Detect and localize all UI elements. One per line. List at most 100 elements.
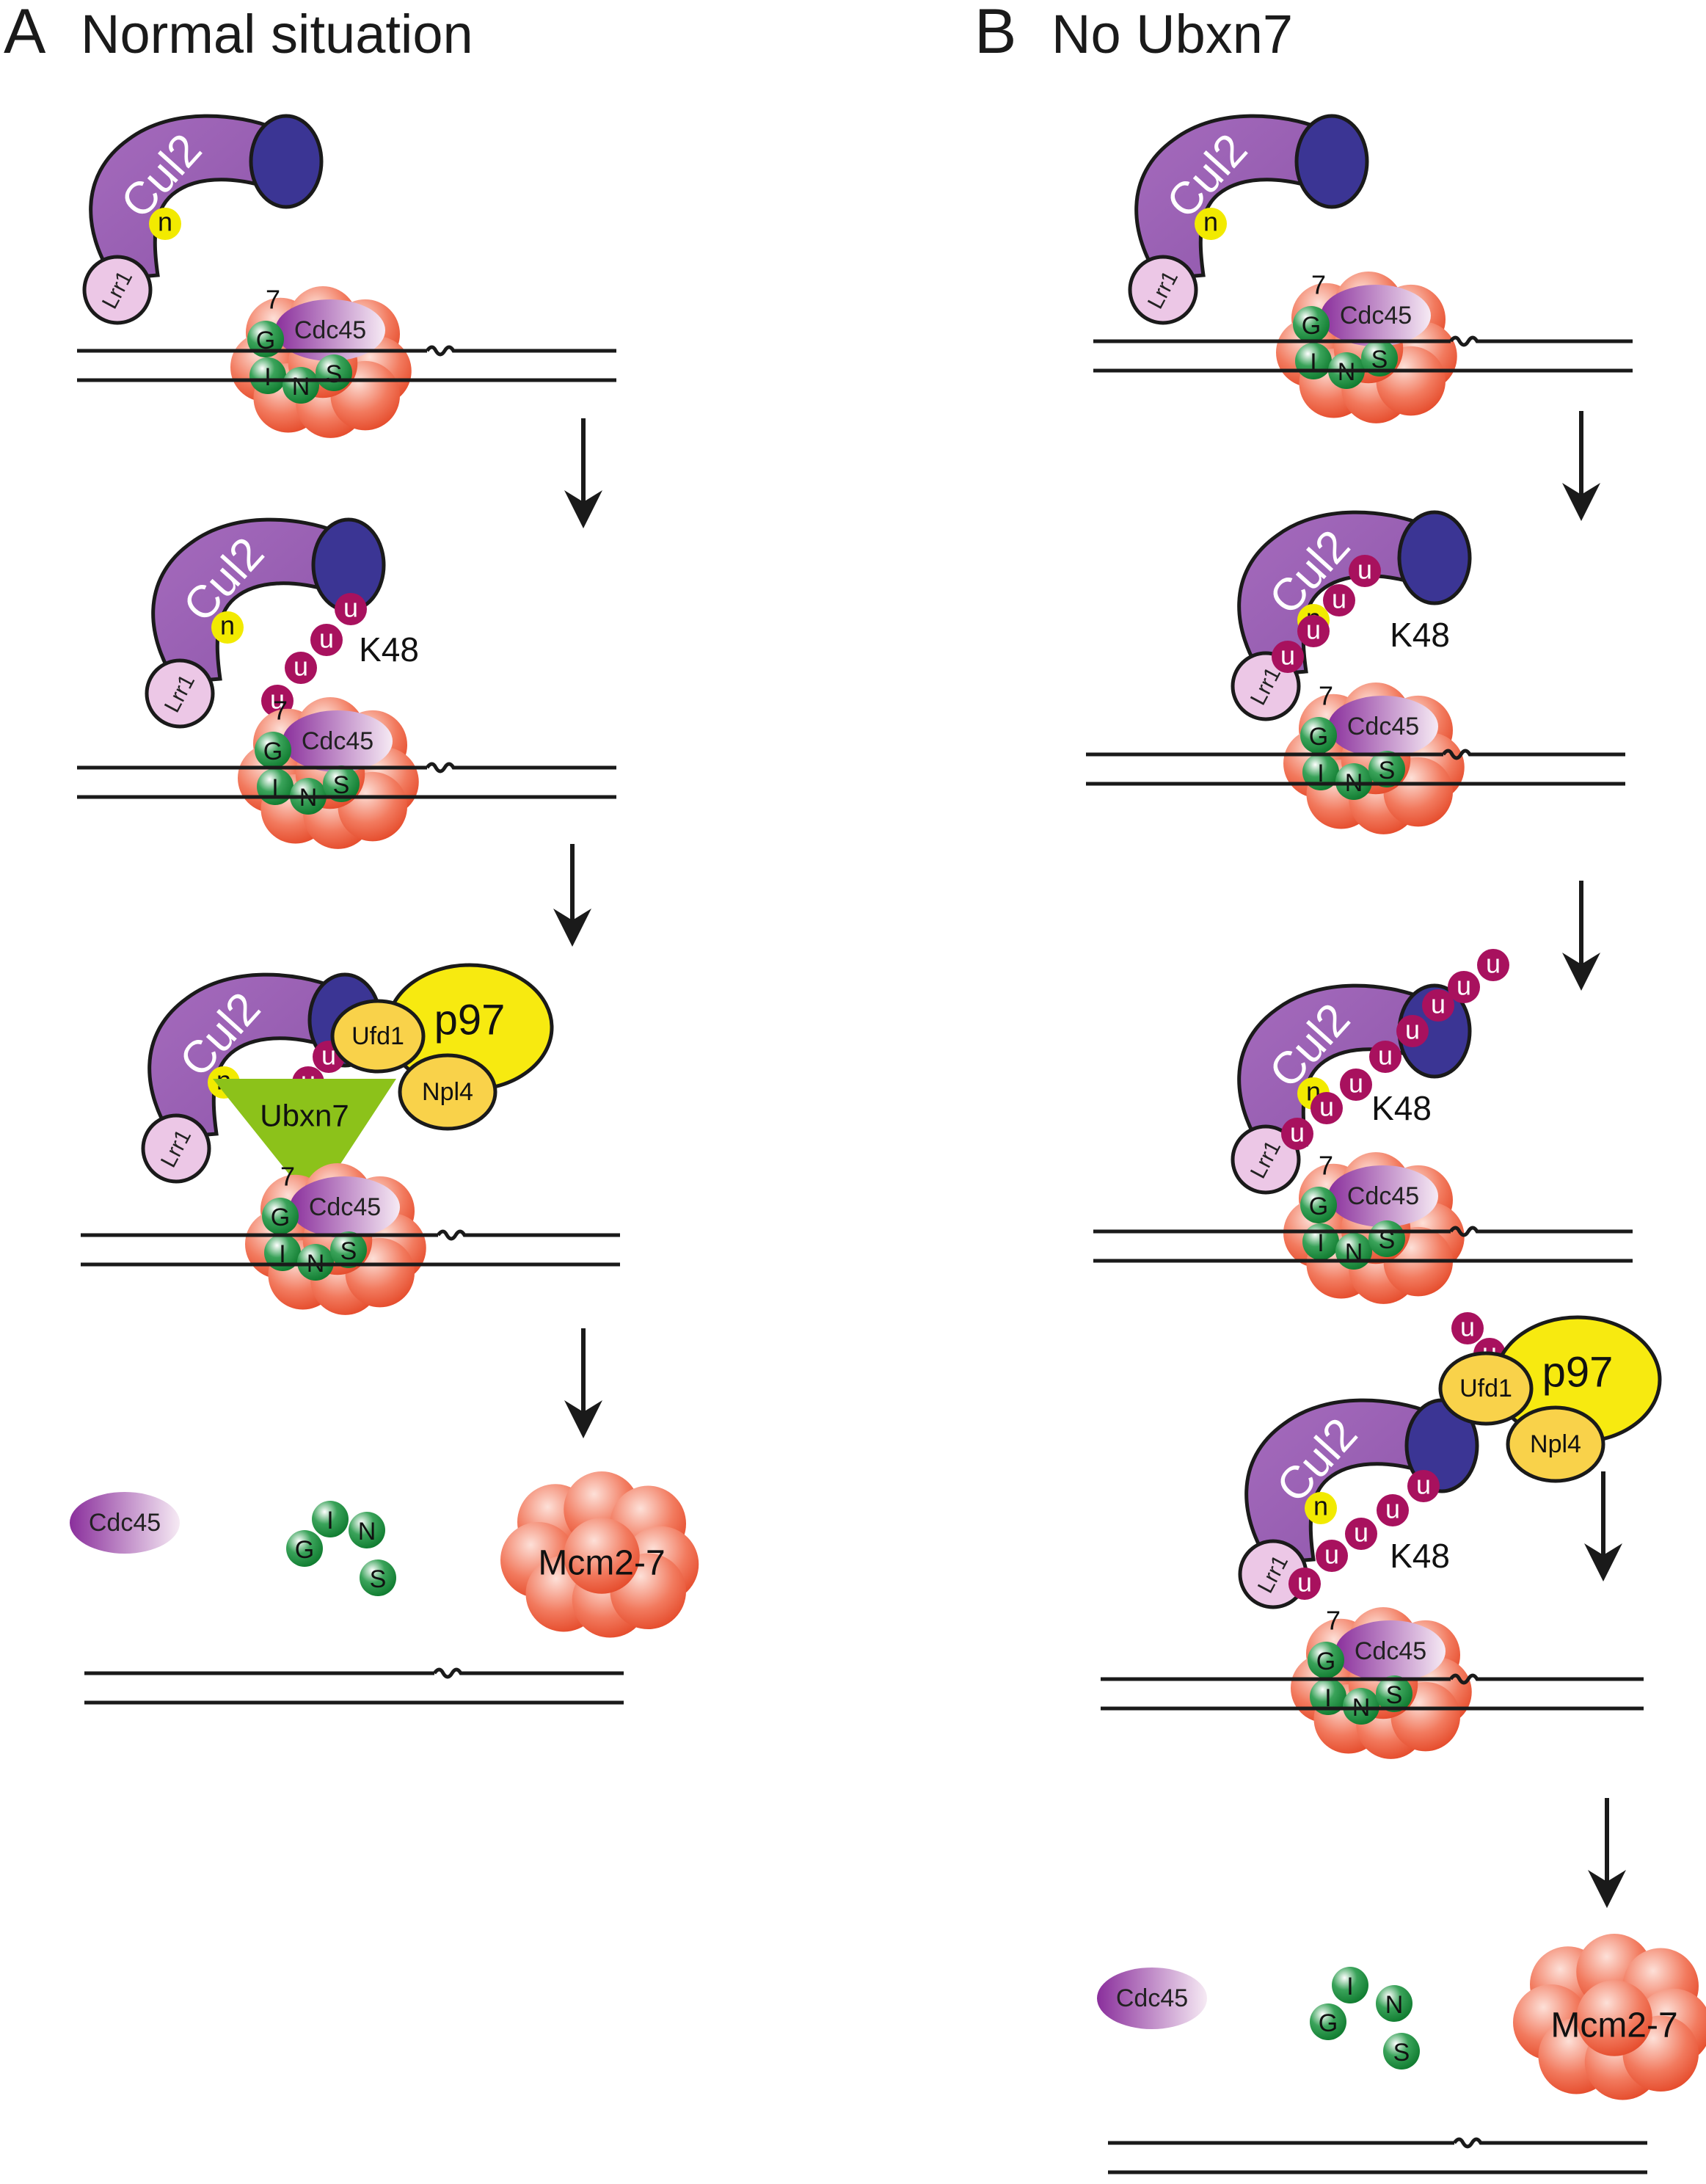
k48-linkage-label: K48 [1390, 1537, 1450, 1575]
ubiquitin-label: u [1354, 1518, 1368, 1548]
gins-subunit-label: I [1324, 1684, 1331, 1712]
p97-label: p97 [434, 997, 506, 1044]
ubiquitin [1396, 1015, 1429, 1047]
ubiquitin-label: u [1416, 1470, 1431, 1500]
ubiquitin-label: u [1457, 971, 1471, 1001]
step-arrow [1588, 1798, 1626, 1908]
gins-subunit-label: S [1386, 1681, 1403, 1709]
nedd8-modification [1195, 208, 1227, 240]
step-arrow [1584, 1471, 1622, 1581]
dna-duplex [77, 345, 616, 382]
gins-subunit [1335, 763, 1372, 800]
nedd8-modification [1305, 1492, 1337, 1524]
ubiquitin [1297, 615, 1330, 647]
gins-subunit [1300, 717, 1337, 754]
gins-subunit [262, 1198, 299, 1234]
nedd8-modification [149, 208, 181, 240]
gins-subunit [282, 367, 319, 404]
npl4-cofactor [398, 1053, 497, 1131]
gins-subunit-label: I [1346, 1973, 1353, 2001]
gins-subunit-label: N [1385, 1991, 1404, 2019]
gins-subunit [1343, 1688, 1379, 1725]
ubiquitin [1281, 1118, 1313, 1150]
ubiquitin [1345, 1518, 1377, 1550]
gins-subunit-label: I [1310, 349, 1316, 376]
ubiquitin [1448, 971, 1480, 1003]
gins-subunit-label: S [370, 1565, 387, 1593]
ubiquitin-label: u [1324, 1540, 1339, 1570]
dna-duplex [1108, 2137, 1647, 2174]
ubiquitin-label: u [1297, 1568, 1312, 1598]
k48-linkage-label: K48 [359, 630, 419, 669]
k48-linkage-label: K48 [1390, 616, 1450, 654]
gins-subunit [312, 1501, 349, 1537]
mcm7-label: 7 [1326, 1606, 1341, 1636]
panel-letter: A [4, 0, 46, 67]
cdc45-label: Cdc45 [1116, 1984, 1188, 2012]
gins-subunit [323, 765, 360, 802]
ubiquitin [1369, 1041, 1401, 1073]
step-arrow [553, 844, 591, 947]
mcm7-label: 7 [1319, 1151, 1333, 1181]
ubiquitin [1451, 1312, 1484, 1344]
gins-subunit [1302, 754, 1339, 790]
gins-subunit-label: G [295, 1536, 314, 1564]
rbx1-subunit [249, 114, 324, 209]
dna-duplex [77, 762, 616, 799]
gins-subunit-label: I [271, 774, 278, 802]
cdc45-protein [1328, 696, 1438, 757]
nedd8-label: n [158, 207, 172, 237]
ubiquitin [310, 624, 343, 656]
npl4-label: Npl4 [1530, 1430, 1581, 1458]
gins-subunit-label: I [327, 1507, 333, 1535]
dna-duplex [1093, 335, 1633, 373]
gins-subunit [1376, 1675, 1412, 1712]
dna-duplex [81, 1229, 620, 1267]
gins-subunit [1308, 1642, 1344, 1678]
ufd1-label: Ufd1 [1459, 1375, 1512, 1402]
lrr1-subunit [141, 1113, 211, 1184]
gins-subunit-label: N [358, 1518, 376, 1546]
rbx1-subunit [1294, 114, 1369, 209]
cdc45-label: Cdc45 [1355, 1637, 1426, 1665]
ubiquitin [1477, 949, 1509, 981]
gins-subunit-label: G [263, 738, 282, 765]
cdc45-label: Cdc45 [89, 1509, 161, 1537]
gins-subunit-label: I [1317, 1229, 1324, 1257]
ubiquitin [1288, 1568, 1321, 1600]
gins-subunit [264, 1234, 301, 1271]
gins-subunit-label: S [340, 1237, 357, 1265]
nedd8-label: n [1203, 207, 1218, 237]
ubiquitin-label: u [321, 1041, 336, 1071]
ubiquitin-label: u [1319, 1092, 1334, 1122]
ubiquitin-label: u [1460, 1312, 1475, 1342]
step-arrow [564, 1328, 602, 1438]
ubiquitin [335, 593, 367, 625]
dna-duplex [84, 1667, 624, 1705]
ubiquitin [1311, 1092, 1343, 1124]
cdc45-label: Cdc45 [1340, 302, 1412, 330]
ubxn7-adaptor [213, 1079, 396, 1192]
panel-title: Normal situation [81, 4, 473, 65]
ubiquitin [1340, 1069, 1372, 1101]
rbx1-subunit [1397, 510, 1472, 605]
cdc45-label: Cdc45 [309, 1193, 381, 1221]
cdc45-protein [1097, 1968, 1207, 2029]
gins-subunit-label: I [264, 363, 271, 391]
dna-duplex [1101, 1673, 1644, 1711]
lrr1-subunit [1128, 255, 1198, 325]
gins-subunit [1300, 1187, 1337, 1223]
ubiquitin-label: u [1349, 1069, 1363, 1099]
gins-subunit-label: G [271, 1204, 290, 1231]
nedd8-modification [211, 611, 244, 644]
gins-subunit [360, 1559, 396, 1596]
